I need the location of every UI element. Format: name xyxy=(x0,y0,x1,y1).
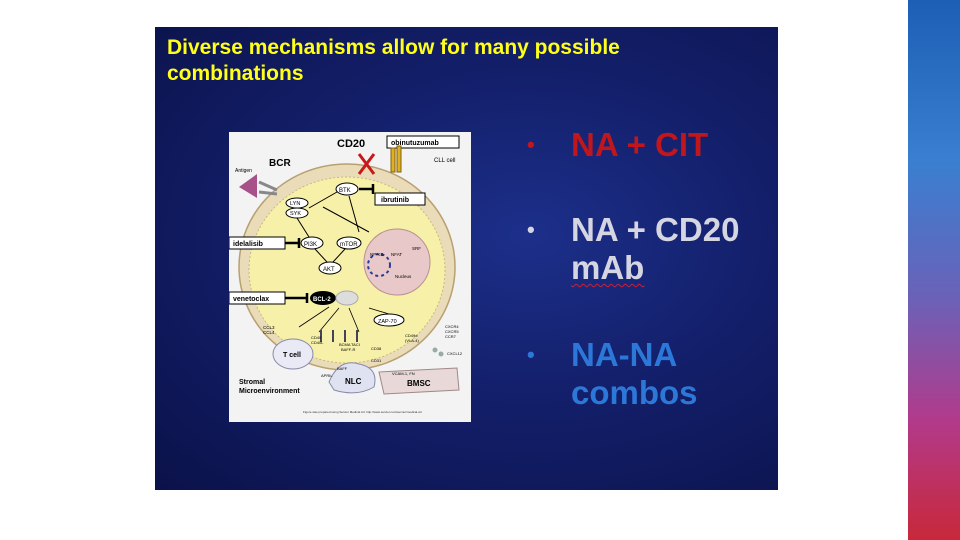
label-stromal: Stromal xyxy=(239,379,265,386)
label-bcr: BCR xyxy=(269,158,291,169)
label-nfkb: NF-KB xyxy=(370,252,384,257)
label-cd20: CD20 xyxy=(337,138,365,150)
label-bcl2: BCL-2 xyxy=(313,297,331,303)
label-t-cell: T cell xyxy=(283,352,301,359)
antigen-triangle-icon xyxy=(239,174,257,198)
label-ibrutinib: ibrutinib xyxy=(381,197,409,204)
bullet-dot: • xyxy=(527,127,535,163)
cll-mechanism-figure: CD20 CLL cell obinutuzumab BCR Antigen B… xyxy=(229,132,471,422)
label-bmsc: BMSC xyxy=(407,379,431,388)
label-venetoclax: venetoclax xyxy=(233,296,269,303)
label-ccl4: CCL4 xyxy=(263,330,275,335)
chemokine-dot-icon xyxy=(433,348,438,353)
bullet-text: NA + CD20 xyxy=(571,212,739,248)
antibody-bar-1 xyxy=(391,148,395,172)
label-cd40l: CD40L xyxy=(311,340,324,345)
label-nfat: NFAT xyxy=(391,252,402,257)
cll-diagram: CD20 CLL cell obinutuzumab BCR Antigen B… xyxy=(229,132,471,422)
title-line-1: Diverse mechanisms allow for many possib… xyxy=(167,35,767,61)
label-idelalisib: idelalisib xyxy=(233,241,263,248)
label-microenvironment: Microenvironment xyxy=(239,388,300,395)
bullet-dot: • xyxy=(527,337,535,373)
label-syk: SYK xyxy=(290,211,301,217)
label-btk: BTK xyxy=(339,188,351,194)
antibody-bar-2 xyxy=(397,146,401,172)
slide-title: Diverse mechanisms allow for many possib… xyxy=(167,35,767,87)
bax-blob-icon xyxy=(336,291,358,305)
bullet-text: NA + CIT xyxy=(571,127,708,163)
decorative-gradient-strip xyxy=(908,0,960,540)
label-cd38: CD38 xyxy=(371,346,382,351)
label-antigen: Antigen xyxy=(235,168,252,174)
label-srf: SRF xyxy=(412,246,421,251)
label-vcam: VCAM-1, FN xyxy=(392,371,415,376)
label-mtor: mTOR xyxy=(340,242,358,248)
label-zap70: ZAP-70 xyxy=(378,319,397,325)
label-lyn: LYN xyxy=(290,201,300,207)
label-baff: BAFF xyxy=(337,366,348,371)
bullet-text-line2: mAb xyxy=(571,250,644,286)
bullet-text-line2: combos xyxy=(571,375,698,411)
label-cd31: CD31 xyxy=(371,358,382,363)
bullet-dot: • xyxy=(527,212,535,248)
label-akt: AKT xyxy=(323,267,335,273)
bcr-receptor-icon xyxy=(259,182,277,194)
label-ccr7: CCR7 xyxy=(445,334,457,339)
label-baff-r: BAFF-R xyxy=(341,347,356,352)
slide: Diverse mechanisms allow for many possib… xyxy=(155,27,778,490)
chemokine-dot-icon xyxy=(439,352,444,357)
label-cll-cell: CLL cell xyxy=(434,158,455,164)
label-nucleus: Nucleus xyxy=(395,274,412,279)
nucleus xyxy=(364,229,430,295)
label-april: APRIL xyxy=(321,373,333,378)
figure-caption: Figure was prepared using Servier Medica… xyxy=(303,410,422,414)
title-line-2: combinations xyxy=(167,61,767,87)
label-nlc: NLC xyxy=(345,377,362,386)
label-pi3k: PI3K xyxy=(304,242,317,248)
label-cxcl12: CXCL12 xyxy=(447,351,463,356)
label-vla4: (VLA-4) xyxy=(405,338,419,343)
bullet-text: NA-NA xyxy=(571,337,677,373)
